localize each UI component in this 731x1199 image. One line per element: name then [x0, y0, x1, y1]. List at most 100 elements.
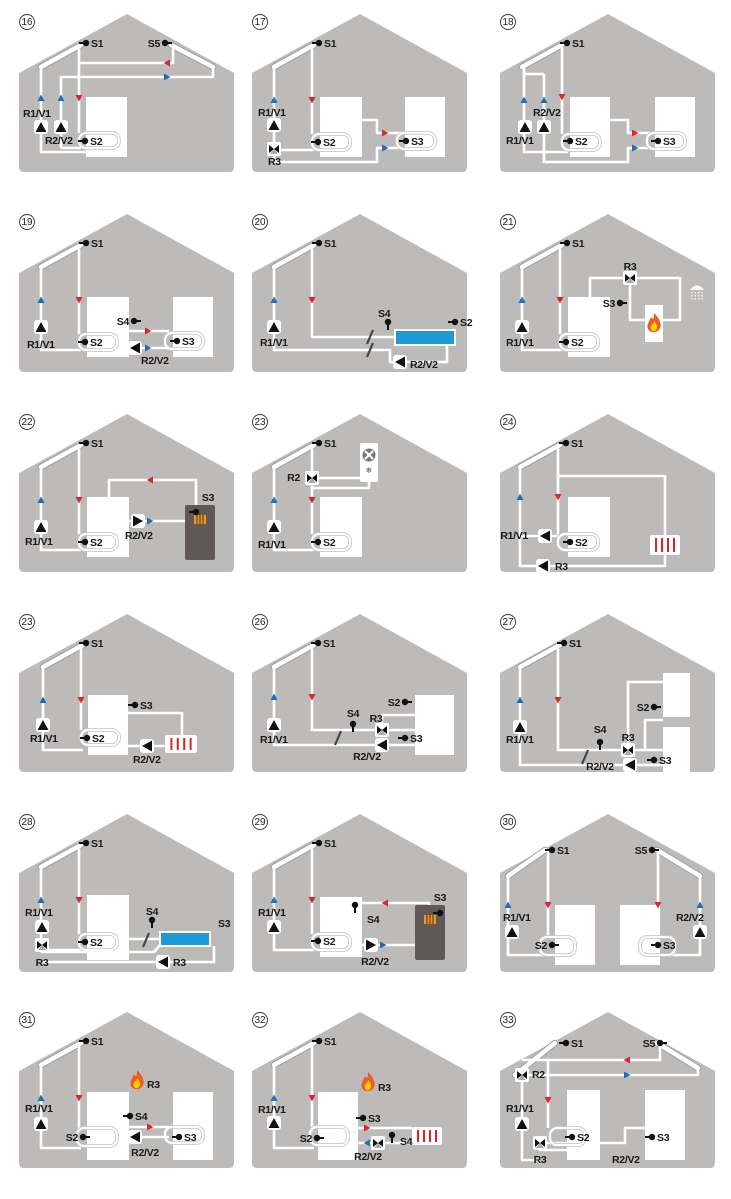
scheme-number-badge: 27	[500, 614, 516, 630]
component-label: S2	[577, 1132, 590, 1144]
component-label: R1/V1	[506, 734, 534, 746]
solar-collector	[39, 641, 87, 671]
component-label: R2/V2	[354, 1151, 382, 1163]
solar-collector	[516, 441, 564, 471]
pump-icon	[518, 120, 532, 134]
temperature-sensor-icon	[560, 239, 571, 247]
heat-exchanger-coil	[645, 131, 687, 151]
solar-collector	[270, 841, 318, 871]
temperature-sensor-icon	[172, 1133, 183, 1141]
component-label: R2/V2	[676, 912, 704, 924]
pump-icon	[267, 1116, 281, 1130]
scheme-number-badge: 26	[252, 614, 268, 630]
pipe	[107, 478, 129, 497]
temperature-sensor-icon	[559, 338, 570, 346]
temperature-sensor-icon	[645, 1133, 656, 1141]
scheme-number-badge: 30	[500, 814, 516, 830]
pipe	[272, 467, 314, 552]
component-label: S1	[324, 38, 337, 50]
component-label: S1	[91, 438, 104, 450]
swimming-pool-icon	[159, 931, 211, 947]
solar-collector	[167, 41, 217, 71]
flow-arrow-icon	[308, 297, 316, 304]
component-label: R3	[555, 561, 568, 573]
temperature-sensor-icon	[448, 318, 459, 326]
pipe	[272, 867, 314, 952]
pump-icon	[267, 920, 281, 934]
temperature-sensor-icon	[312, 239, 323, 247]
component-label: S3	[202, 492, 215, 504]
component-label: S2	[90, 937, 103, 949]
pump-icon	[140, 739, 154, 753]
temperature-sensor-icon	[651, 941, 662, 949]
component-label: R2/V2	[612, 1154, 640, 1166]
return-arrow-icon	[632, 144, 639, 152]
pump-icon	[537, 120, 551, 134]
pump-icon	[156, 955, 170, 969]
component-label: S4	[400, 1136, 413, 1148]
solar-collector	[653, 846, 704, 880]
solar-collector	[518, 241, 566, 271]
component-label: S1	[323, 638, 336, 650]
pump-icon	[36, 718, 50, 732]
component-label: S2	[535, 940, 548, 952]
pipe-break-icon	[365, 342, 375, 358]
temperature-sensor-icon	[401, 698, 412, 706]
three-way-valve-icon	[621, 743, 635, 757]
flow-arrow-icon	[554, 494, 562, 501]
component-label: R2/V2	[45, 135, 73, 147]
solar-collector	[37, 1039, 85, 1069]
component-label: S4	[146, 906, 159, 918]
temperature-sensor-icon	[596, 738, 604, 750]
heat-exchanger-coil	[560, 132, 602, 152]
pipe	[520, 1075, 540, 1162]
pipe	[42, 946, 216, 964]
svg-text:24: 24	[502, 417, 514, 428]
scheme-number-badge: 28	[19, 814, 35, 830]
component-label: S3	[368, 1113, 381, 1125]
temperature-sensor-icon	[313, 1134, 324, 1142]
heat-exchanger-coil	[638, 935, 677, 957]
solar-collector	[37, 241, 85, 271]
pipe	[272, 667, 415, 747]
pipe	[272, 267, 449, 364]
pump-icon	[131, 514, 145, 528]
heat-exchanger-coil	[163, 331, 205, 351]
storage-tank	[87, 497, 129, 557]
flame-icon	[130, 1070, 144, 1090]
return-arrow-icon	[37, 896, 45, 903]
svg-text:18: 18	[502, 17, 514, 28]
pump-icon	[515, 1117, 529, 1131]
pipe	[41, 667, 83, 752]
temperature-sensor-icon	[312, 1037, 323, 1045]
pump-icon	[34, 1117, 48, 1131]
solar-collector	[37, 41, 85, 71]
component-label: S4	[117, 316, 130, 328]
three-way-valve-icon	[623, 271, 637, 285]
heat-exchanger-coil	[538, 935, 577, 957]
temperature-sensor-icon	[128, 701, 139, 709]
component-label: S1	[91, 1036, 104, 1048]
component-label: R3	[147, 1079, 160, 1091]
return-arrow-icon	[270, 96, 278, 103]
temperature-sensor-icon	[189, 508, 200, 516]
temperature-sensor-icon	[563, 137, 574, 145]
component-label: S4	[594, 724, 607, 736]
component-label: R2/V2	[361, 956, 389, 968]
component-label: S1	[557, 845, 570, 857]
pipe	[39, 1065, 81, 1150]
svg-text:❄: ❄	[366, 466, 373, 475]
temperature-sensor-icon	[648, 846, 659, 854]
pipe	[522, 1043, 662, 1062]
heat-exchanger-coil	[395, 131, 437, 151]
pump-icon	[623, 758, 637, 772]
return-arrow-icon	[270, 896, 278, 903]
component-label: S4	[135, 1111, 148, 1123]
pipe	[310, 245, 395, 339]
pump-icon	[536, 559, 550, 573]
flow-arrow-icon	[75, 95, 83, 102]
